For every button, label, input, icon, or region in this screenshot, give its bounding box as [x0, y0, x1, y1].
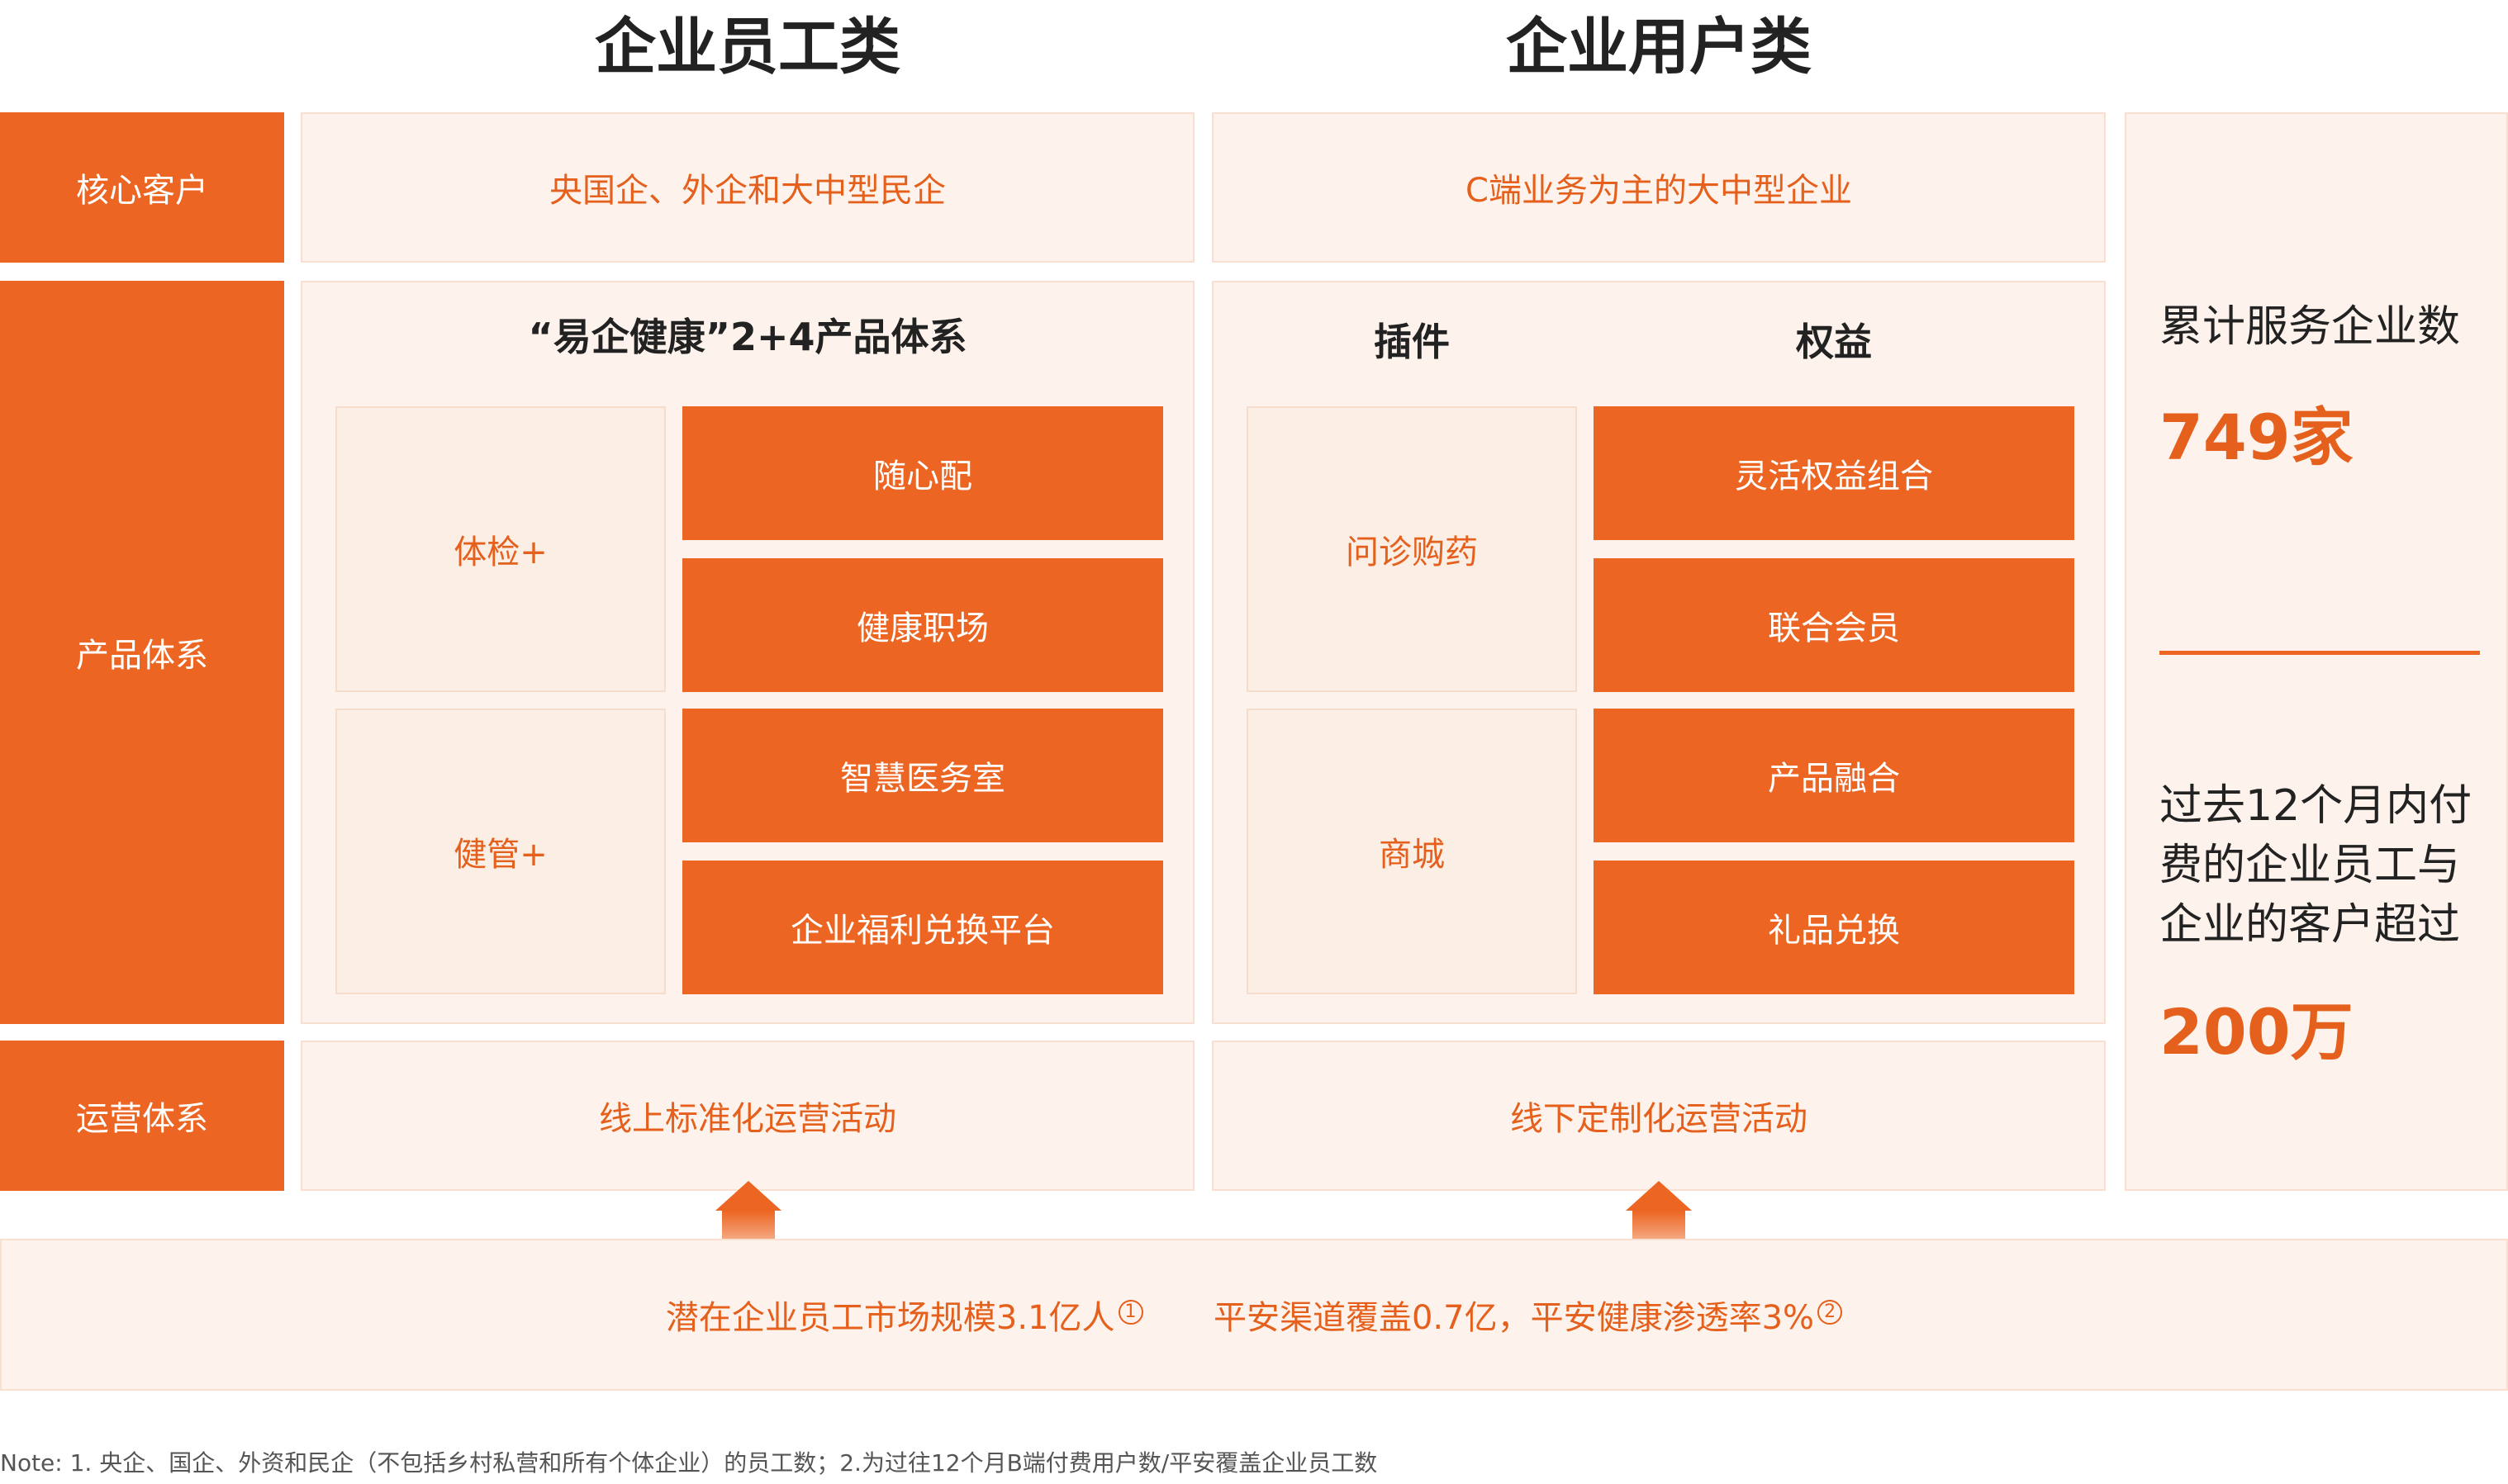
- potential-market-text: 潜在企业员工市场规模3.1亿人: [665, 1299, 1115, 1337]
- row-label-core-customers: 核心客户: [0, 112, 284, 263]
- employee-product-item: 智慧医务室: [682, 709, 1163, 842]
- user-group-label: 商城: [1247, 709, 1577, 994]
- user-rights-item: 灵活权益组合: [1594, 406, 2074, 540]
- footnote-marker-2: 2: [1817, 1299, 1843, 1325]
- user-product-panel: 插件 权益 问诊购药 灵活权益组合 联合会员 商城 产品融合 礼品兑换: [1212, 281, 2106, 1024]
- user-rights-item: 联合会员: [1594, 558, 2074, 692]
- employee-product-item: 企业福利兑换平台: [682, 861, 1163, 994]
- employee-group-label: 健管+: [335, 709, 666, 994]
- row-label-operations-system: 运营体系: [0, 1041, 284, 1191]
- coverage-text: 平安渠道覆盖0.7亿，平安健康渗透率3%: [1213, 1299, 1815, 1337]
- employee-product-panel: “易企健康”2+4产品体系 体检+ 随心配 健康职场 健管+ 智慧医务室 企业福…: [301, 281, 1195, 1024]
- paying-customers-value: 200万: [2159, 995, 2354, 1069]
- row-label-product-system: 产品体系: [0, 281, 284, 1024]
- stats-panel: 累计服务企业数 749家 过去12个月内付 费的企业员工与 企业的客户超过 20…: [2125, 112, 2508, 1191]
- user-rights-item: 礼品兑换: [1594, 861, 2074, 994]
- employee-operations: 线上标准化运营活动: [301, 1041, 1195, 1191]
- user-group-label: 问诊购药: [1247, 406, 1577, 692]
- employee-product-title: “易企健康”2+4产品体系: [528, 315, 967, 359]
- companies-served-label: 累计服务企业数: [2159, 302, 2461, 352]
- user-column-title: 企业用户类: [1506, 11, 1812, 83]
- user-plugin-title: 插件: [1374, 320, 1450, 364]
- user-rights-title: 权益: [1796, 320, 1872, 364]
- employee-core-customers: 央国企、外企和大中型民企: [301, 112, 1195, 263]
- user-operations: 线下定制化运营活动: [1212, 1041, 2106, 1191]
- user-rights-item: 产品融合: [1594, 709, 2074, 842]
- user-core-customers: C端业务为主的大中型企业: [1212, 112, 2106, 263]
- employee-group-label: 体检+: [335, 406, 666, 692]
- paying-customers-label-line2: 费的企业员工与: [2159, 841, 2461, 890]
- paying-customers-label-line3: 企业的客户超过: [2159, 900, 2461, 950]
- employee-column-title: 企业员工类: [595, 11, 900, 83]
- employee-product-item: 健康职场: [682, 558, 1163, 692]
- footnote-marker-1: 1: [1118, 1299, 1143, 1325]
- employee-product-item: 随心配: [682, 406, 1163, 540]
- companies-served-value: 749家: [2159, 401, 2354, 474]
- paying-customers-label-line1: 过去12个月内付: [2159, 781, 2472, 831]
- stats-divider: [2159, 651, 2480, 655]
- footnote: Note: 1. 央企、国企、外资和民企（不包括乡村私营和所有个体企业）的员工数…: [0, 1449, 1378, 1477]
